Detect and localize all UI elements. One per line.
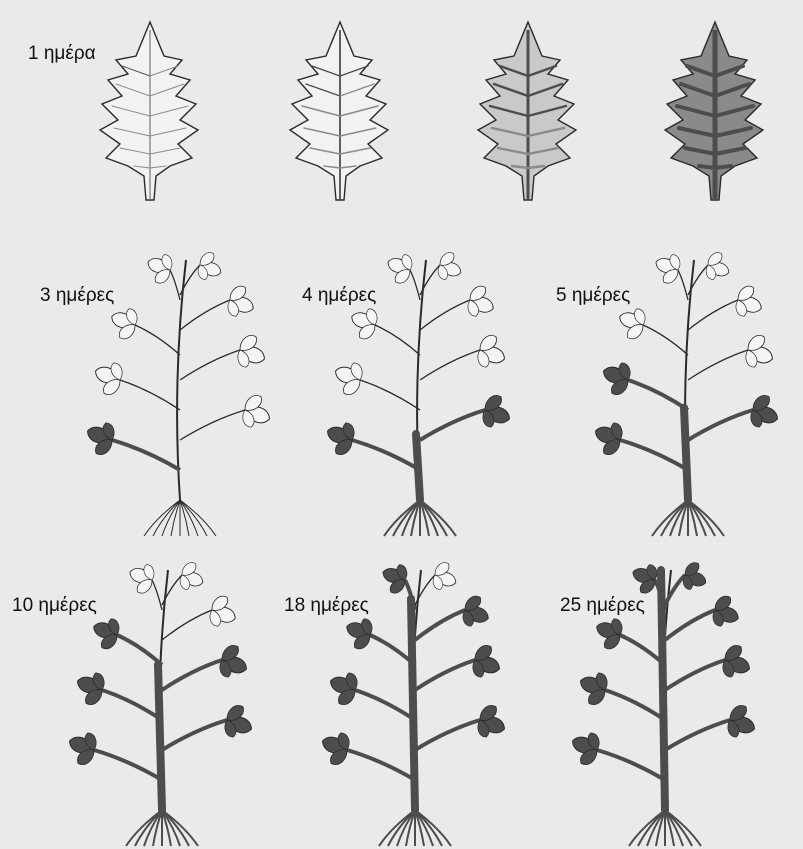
branch [180,300,230,330]
branch [420,350,480,380]
root [162,810,189,846]
leaf-vein [699,166,715,168]
root [665,810,692,846]
leaf-blade [290,22,388,200]
branch [375,325,420,355]
branch [117,635,162,665]
plant-day-3 [80,250,280,540]
leaf-stage-4 [655,16,775,206]
branch [355,690,415,720]
branch [420,300,470,330]
plant-day-5 [588,250,788,540]
branch [180,410,245,440]
branch [605,690,665,720]
branch [628,380,688,410]
branch [665,720,730,750]
branch [688,410,753,440]
branch [112,440,180,470]
branch [94,750,162,780]
root [688,500,715,536]
branch [415,720,480,750]
plant-day-18 [315,560,515,849]
branch [360,380,420,410]
leaf-vein [715,166,731,168]
branch [643,325,688,355]
plant-day-10 [62,560,262,849]
plant-day-25 [565,560,765,849]
label-day-1: 1 ημέρα [28,44,96,63]
branch [678,270,688,300]
branch [597,750,665,780]
root [420,500,447,536]
leaf-blade [100,22,198,200]
branch [688,350,748,380]
root [415,810,442,846]
branch [170,270,180,300]
branch [135,325,180,355]
branch [410,270,420,300]
stem-infected [684,408,688,500]
branch [665,610,715,640]
branch [352,440,420,470]
branch [162,610,212,640]
branch [688,300,738,330]
branch [415,610,465,640]
branch [120,380,180,410]
branch [415,660,475,690]
branch [102,690,162,720]
leaf-stage-1 [90,16,210,206]
leaf-stage-3 [468,16,588,206]
leaf-stage-2 [280,16,400,206]
branch [162,660,222,690]
branch [620,440,688,470]
branch [162,720,227,750]
branch [420,410,485,440]
branch [180,350,240,380]
branch [347,750,415,780]
branch [152,580,162,610]
stem-infected [158,665,162,810]
branch [665,660,725,690]
plant-day-4 [320,250,520,540]
